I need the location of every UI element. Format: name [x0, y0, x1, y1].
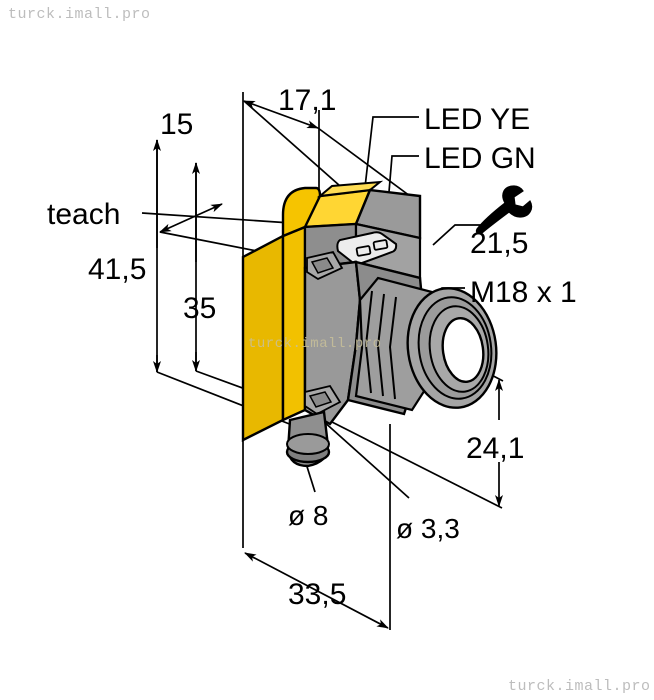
mounting-socket-lower-bore: [308, 391, 333, 408]
label-33-5: 33,5: [288, 578, 346, 611]
label-group: LED YE LED GN 21,5 M18 x 1 teach 17,1 15…: [47, 84, 577, 611]
label-led-ye: LED YE: [424, 103, 530, 136]
led-indicator-yellow: [355, 245, 372, 257]
label-41-5: 41,5: [88, 253, 146, 286]
label-led-gn: LED GN: [424, 142, 536, 175]
label-17-1: 17,1: [278, 84, 336, 117]
leader-24-1-bottom: [329, 420, 503, 509]
yellow-top-highlight: [316, 180, 384, 198]
dim-arrow-33-5: [244, 552, 389, 629]
dim-arrow-17-1: [243, 100, 319, 129]
dim-arrow-15: [159, 203, 223, 233]
label-bore-8: ø 8: [288, 500, 328, 531]
watermark-top-left: turck.imall.pro: [8, 6, 151, 23]
leader-teach: [141, 212, 292, 224]
watermark-center: turck.imall.pro: [248, 336, 382, 352]
leader-21-5: [432, 224, 487, 246]
thread-ridges: [364, 290, 397, 400]
label-24-1: 24,1: [466, 432, 524, 465]
wrench-icon-shape: [475, 185, 533, 235]
leader-bore-3-3: [321, 419, 410, 499]
yellow-bracket-edge: [281, 225, 307, 422]
wrench-icon: [475, 185, 533, 235]
connector-ring: [286, 433, 330, 455]
mounting-socket-upper-bore: [310, 257, 335, 274]
threaded-barrel: [354, 276, 498, 412]
sensor-body: [241, 180, 498, 468]
label-m18: M18 x 1: [470, 276, 577, 309]
label-bore-3-3: ø 3,3: [396, 513, 460, 544]
lens-opening: [441, 316, 485, 384]
watermark-bottom-right: turck.imall.pro: [508, 678, 651, 695]
led-indicator-green: [372, 239, 389, 251]
leader-17-1b-to-body: [317, 127, 411, 197]
label-35: 35: [183, 292, 216, 325]
label-15: 15: [160, 108, 193, 141]
label-teach: teach: [47, 198, 120, 231]
